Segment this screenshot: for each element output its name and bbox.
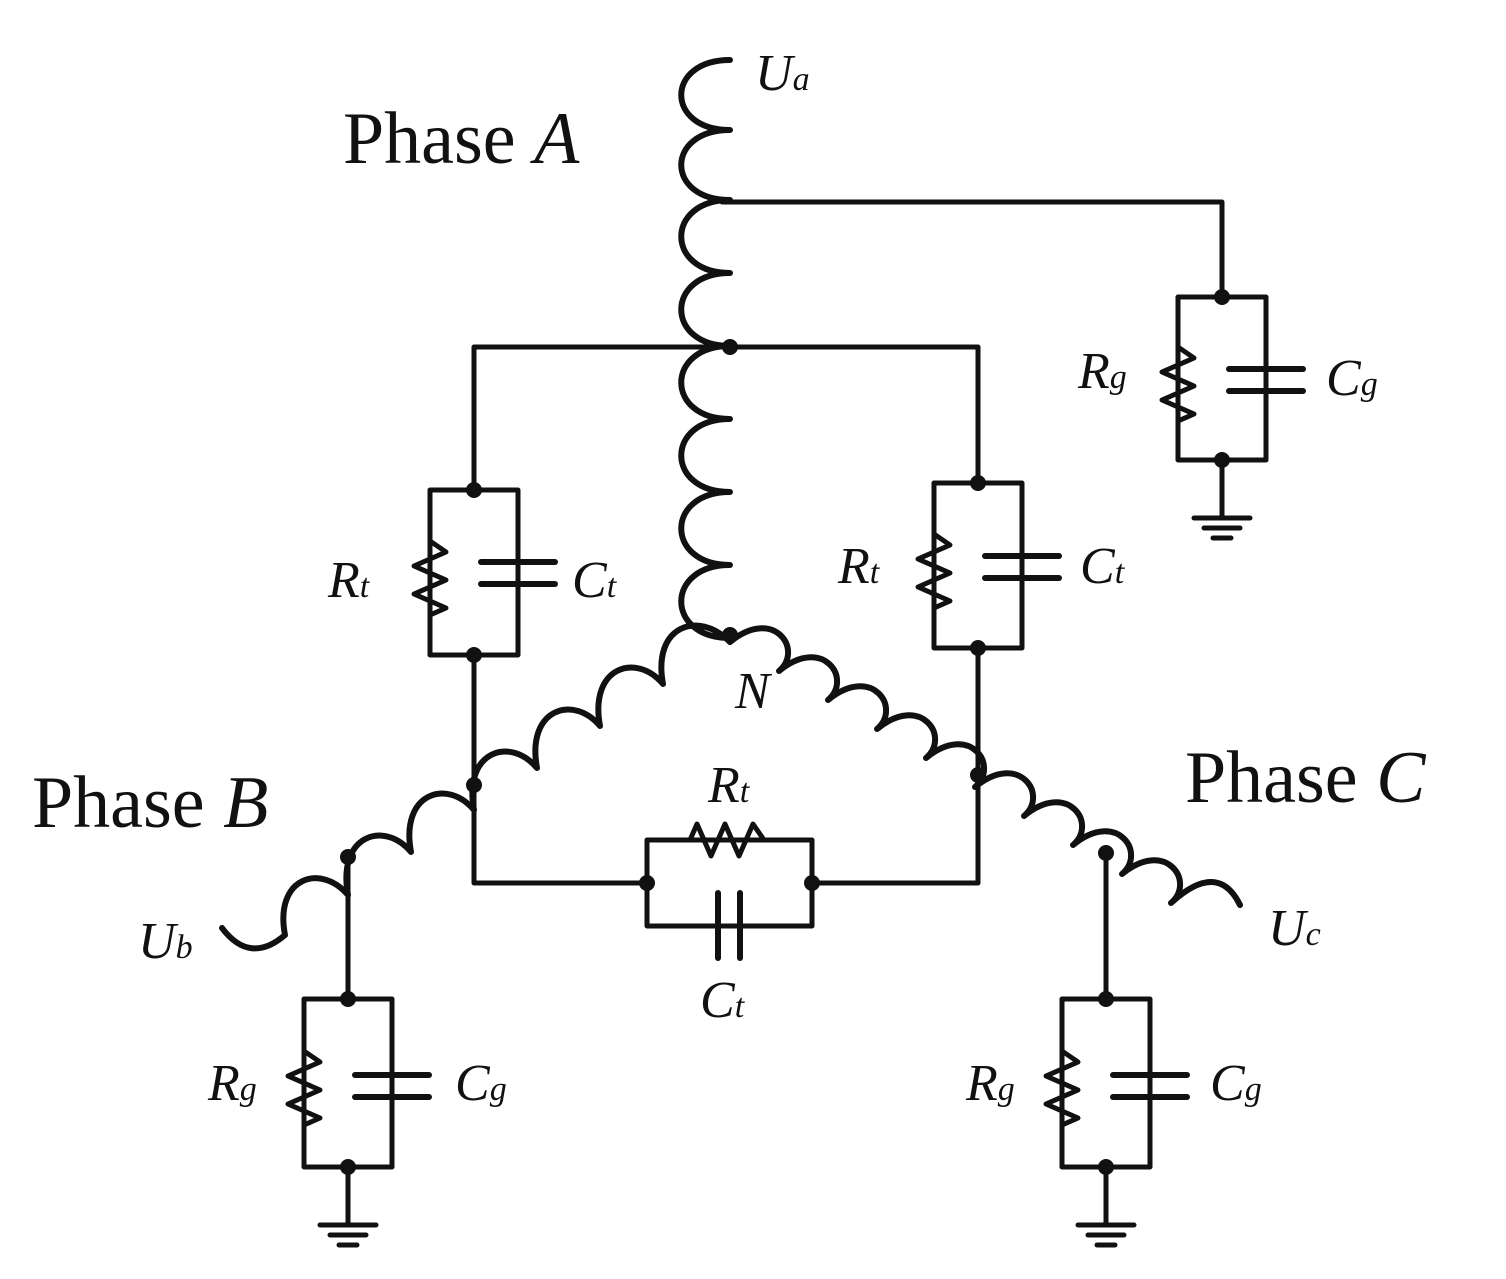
terminal-ub-label: Ub (138, 913, 193, 970)
terminal-ua-sub: a (793, 61, 810, 98)
rg-label-c: Rg (965, 1055, 1015, 1112)
terminal-ub-sub: b (176, 929, 193, 966)
winding-phase-c (727, 625, 1243, 908)
cg-label-c: Cg (1210, 1055, 1262, 1112)
resistor-rg-b (285, 1037, 323, 1138)
ct-label-right: Ct (1080, 538, 1126, 595)
resistor-rt-right (915, 520, 953, 621)
rt-label-left: Rt (327, 552, 371, 609)
wire-right-branch-down (809, 645, 981, 886)
resistor-rt-left (411, 527, 449, 628)
terminal-ua-label: Ua (755, 45, 810, 102)
phase-a-label: Phase A (343, 98, 580, 180)
resistor-rt-bottom (677, 821, 781, 859)
rg-block-a (1159, 294, 1306, 463)
terminal-ua-main: U (755, 45, 796, 102)
resistor-rg-c (1043, 1037, 1081, 1138)
terminal-uc-label: Uc (1268, 900, 1321, 957)
neutral-label: N (734, 663, 773, 720)
ct-label-left: Ct (572, 552, 618, 609)
ground-icon (317, 1164, 379, 1248)
ct-label-bottom: Ct (700, 972, 746, 1029)
ground-icon (1075, 1164, 1137, 1248)
phase-a-prefix: Phase (343, 98, 534, 180)
phase-b-letter: B (223, 762, 268, 844)
phase-a-letter: A (529, 98, 580, 180)
phase-b-prefix: Phase (32, 762, 223, 844)
rg-block-b (285, 996, 432, 1170)
phase-c-letter: C (1376, 737, 1427, 819)
rt-label-right: Rt (837, 538, 881, 595)
junction-dots (340, 289, 1230, 1175)
rt-label-bottom: Rt (707, 757, 751, 814)
cg-label-a: Cg (1326, 350, 1378, 407)
wire-a-to-ground-branch (719, 199, 1225, 300)
phase-b-label: Phase B (32, 762, 268, 844)
wire-left-branch-down (471, 652, 650, 886)
cg-label-b: Cg (455, 1055, 507, 1112)
rc-block-bottom (644, 821, 815, 961)
rg-label-a: Rg (1077, 343, 1127, 400)
winding-c-coil (727, 625, 1243, 908)
rg-label-b: Rg (207, 1055, 257, 1112)
rg-block-c (1043, 996, 1190, 1170)
rc-block-right (915, 480, 1062, 651)
phase-c-prefix: Phase (1185, 737, 1376, 819)
terminal-uc-sub: c (1306, 916, 1321, 953)
terminal-ub-main: U (138, 913, 179, 970)
phase-c-label: Phase C (1185, 737, 1427, 819)
ground-icon (1191, 457, 1253, 541)
terminal-uc-main: U (1268, 900, 1309, 957)
wiring (345, 199, 1225, 1002)
resistor-rg-a (1159, 333, 1197, 434)
rc-block-left (411, 487, 558, 658)
